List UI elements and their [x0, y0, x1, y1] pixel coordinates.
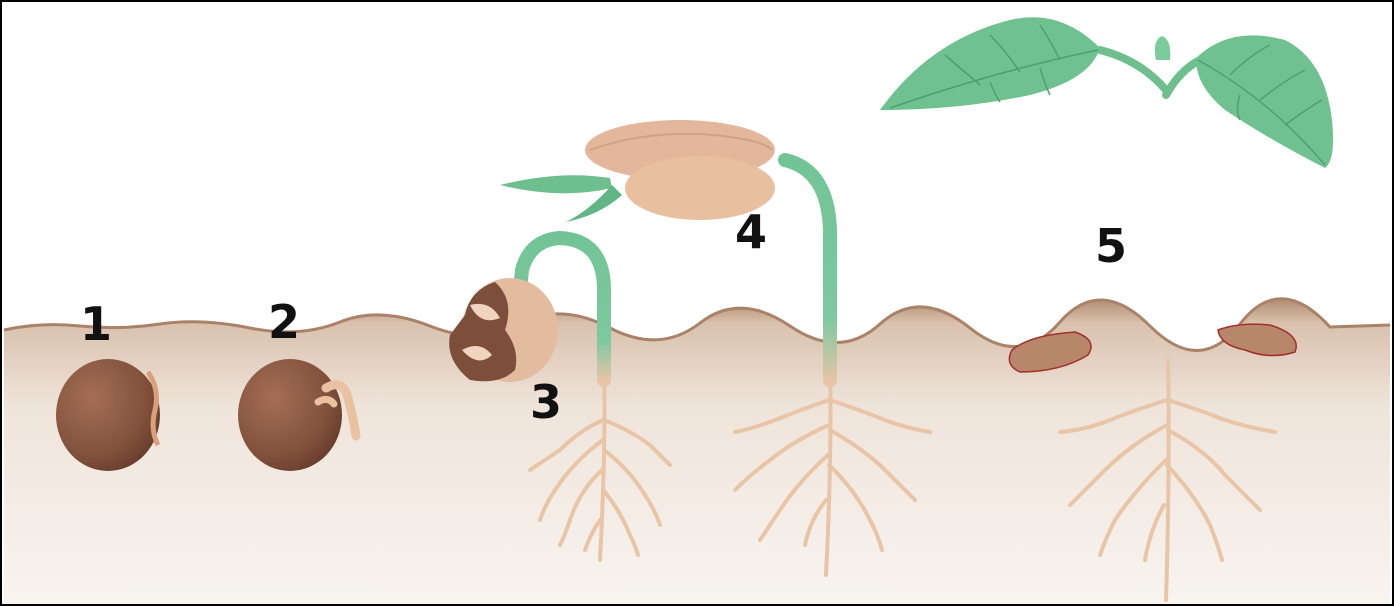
germination-diagram: 1 2 3 4 5 [0, 0, 1394, 606]
image-border [0, 0, 1394, 606]
